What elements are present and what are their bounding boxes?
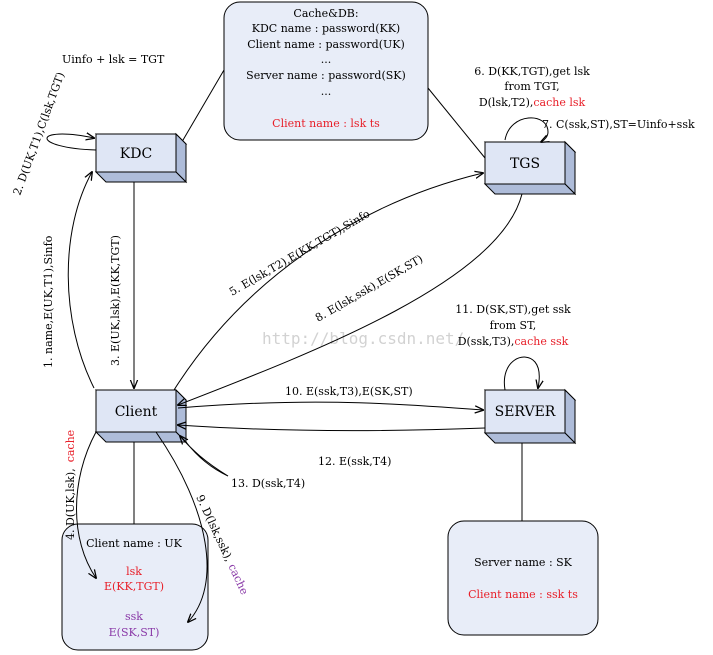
client-label: Client <box>115 404 158 420</box>
arrow-4-client-to-store <box>76 431 97 578</box>
label-step-8: 8. E(lsk,ssk),E(SK,ST) <box>313 252 425 324</box>
arrow-6-tgs-self <box>504 117 548 142</box>
client-store-lsk-tgt: E(KK,TGT) <box>104 580 164 593</box>
cache-db-line-3: ... <box>321 53 332 66</box>
kdc-label: KDC <box>120 146 152 162</box>
label-step-6-a: 6. D(KK,TGT),get lsk <box>474 65 590 78</box>
cache-db-box: Cache&DB: KDC name : password(KK) Client… <box>223 1 429 141</box>
arrow-2-kdc-self <box>46 134 97 151</box>
tgs-label: TGS <box>510 156 540 172</box>
arrow-8-tgs-to-client <box>178 193 523 405</box>
client-store-title: Client name : UK <box>86 537 183 550</box>
tgs-node: TGS <box>483 140 577 196</box>
label-step-6-b: from TGT, <box>504 80 559 93</box>
server-store-box: Server name : SK Client name : ssk ts <box>447 520 599 636</box>
line-kdc-cache <box>175 69 225 153</box>
cache-db-line-4: Server name : password(SK) <box>246 69 406 82</box>
arrow-9-client-to-store <box>155 431 208 622</box>
label-step-4: 4. D(UK,lsk),cache <box>64 430 77 540</box>
server-node: SERVER <box>483 388 577 445</box>
arrow-11-server-self <box>503 356 539 391</box>
kdc-node: KDC <box>94 132 188 184</box>
server-label: SERVER <box>495 404 556 420</box>
label-step-1: 1. name,E(UK,T1),Sinfo <box>42 235 55 368</box>
cache-db-highlight: Client name : lsk ts <box>272 117 380 130</box>
client-store-lsk: lsk <box>126 565 142 578</box>
client-store-ssk-st: E(SK,ST) <box>109 626 160 639</box>
arrow-12-server-to-client <box>178 425 486 432</box>
label-step-12: 12. E(ssk,T4) <box>318 455 391 468</box>
label-step-5: 5. E(lsk,T2),E(KK,TGT),Sinfo <box>227 207 372 298</box>
label-step-6-c: D(lsk,T2),cache lsk <box>479 96 586 109</box>
client-node: Client <box>94 388 188 444</box>
label-step-7: 7. C(ssk,ST),ST=Uinfo+ssk <box>542 118 695 131</box>
client-store-box: Client name : UK lsk E(KK,TGT) ssk E(SK,… <box>61 523 209 651</box>
arrow-13-client-self <box>180 436 229 477</box>
label-step-11-a: 11. D(SK,ST),get ssk <box>455 303 571 316</box>
svg-text:4. D(UK,lsk),cache: 4. D(UK,lsk),cache <box>64 430 77 540</box>
label-step-3: 3. E(UK,lsk),E(KK,TGT) <box>109 235 122 366</box>
arrow-10-client-to-server <box>177 401 483 410</box>
label-step-13: 13. D(ssk,T4) <box>231 477 305 490</box>
label-step-10: 10. E(ssk,T3),E(SK,ST) <box>285 385 413 398</box>
line-tgs-cache <box>427 87 486 159</box>
cache-db-line-5: ... <box>321 85 332 98</box>
label-uinfo: Uinfo + lsk = TGT <box>62 53 165 66</box>
cache-db-line-1: KDC name : password(KK) <box>252 22 400 35</box>
server-store-title: Server name : SK <box>474 556 573 569</box>
watermark: http://blog.csdn.net/ <box>262 329 464 348</box>
arrow-1-client-to-kdc <box>67 172 95 389</box>
client-store-ssk: ssk <box>125 610 143 623</box>
arrow-5-client-to-tgs <box>173 173 483 391</box>
label-step-11-b: from ST, <box>490 319 537 332</box>
cache-db-line-2: Client name : password(UK) <box>247 38 405 51</box>
server-store-highlight: Client name : ssk ts <box>468 588 578 601</box>
cache-db-title: Cache&DB: <box>293 7 358 20</box>
label-step-11-c: D(ssk,T3),cache ssk <box>458 335 569 348</box>
